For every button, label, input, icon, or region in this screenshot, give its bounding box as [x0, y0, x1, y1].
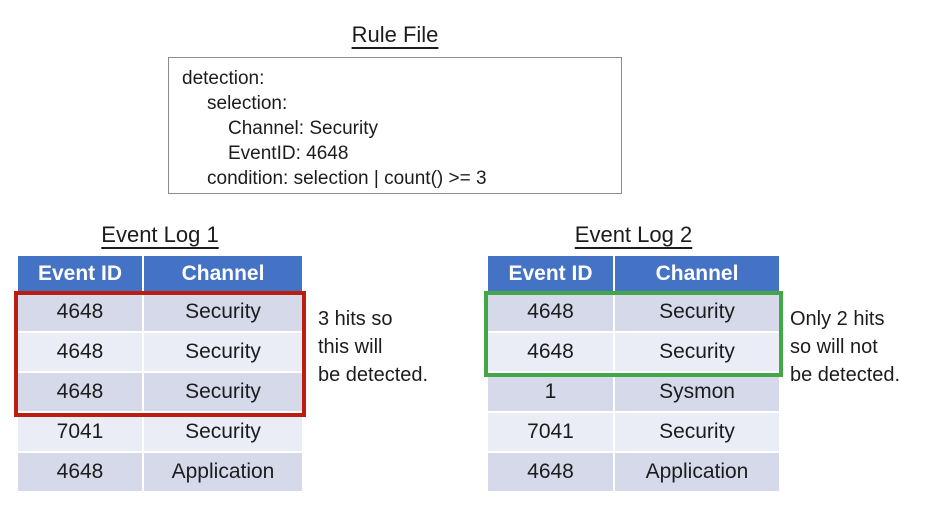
event-log-1-title: Event Log 1: [101, 222, 219, 247]
cell-channel: Application: [615, 453, 779, 491]
cell-event-id: 4648: [488, 453, 613, 491]
cell-event-id: 7041: [18, 413, 142, 451]
cell-event-id: 4648: [18, 373, 142, 411]
cell-event-id: 4648: [18, 453, 142, 491]
rule-line-detection: detection:: [182, 68, 265, 89]
cell-event-id: 4648: [18, 333, 142, 371]
rule-file-box: detection: selection: Channel: Security …: [168, 57, 622, 194]
event-log-1-table: Event ID Channel 4648 Security 4648 Secu…: [18, 256, 302, 491]
cell-channel: Sysmon: [615, 373, 779, 411]
cell-event-id: 1: [488, 373, 613, 411]
cell-channel: Security: [144, 413, 302, 451]
cell-channel: Security: [615, 413, 779, 451]
column-header-channel: Channel: [615, 256, 779, 291]
cell-event-id: 7041: [488, 413, 613, 451]
column-header-event-id: Event ID: [488, 256, 613, 291]
rule-line-selection: selection:: [207, 93, 288, 114]
event-log-2-title: Event Log 2: [574, 222, 693, 247]
event-log-1-annotation: 3 hits so this will be detected.: [318, 308, 429, 386]
rule-line-condition: condition: selection | count() >= 3: [207, 168, 487, 189]
detected-rows-highlight-box: [14, 291, 306, 417]
column-header-channel: Channel: [144, 256, 302, 291]
rule-file-title: Rule File: [351, 22, 439, 47]
cell-event-id: 4648: [488, 293, 613, 331]
event-log-2-annotation: Only 2 hits so will not be detected.: [790, 308, 901, 386]
cell-channel: Security: [144, 333, 302, 371]
rule-line-channel: Channel: Security: [228, 118, 378, 139]
cell-channel: Security: [615, 333, 779, 371]
column-header-event-id: Event ID: [18, 256, 142, 291]
not-detected-rows-highlight-box: [484, 291, 783, 377]
rule-line-eventid: EventID: 4648: [228, 143, 349, 164]
cell-channel: Application: [144, 453, 302, 491]
cell-channel: Security: [144, 373, 302, 411]
cell-event-id: 4648: [18, 293, 142, 331]
cell-channel: Security: [144, 293, 302, 331]
cell-event-id: 4648: [488, 333, 613, 371]
cell-channel: Security: [615, 293, 779, 331]
